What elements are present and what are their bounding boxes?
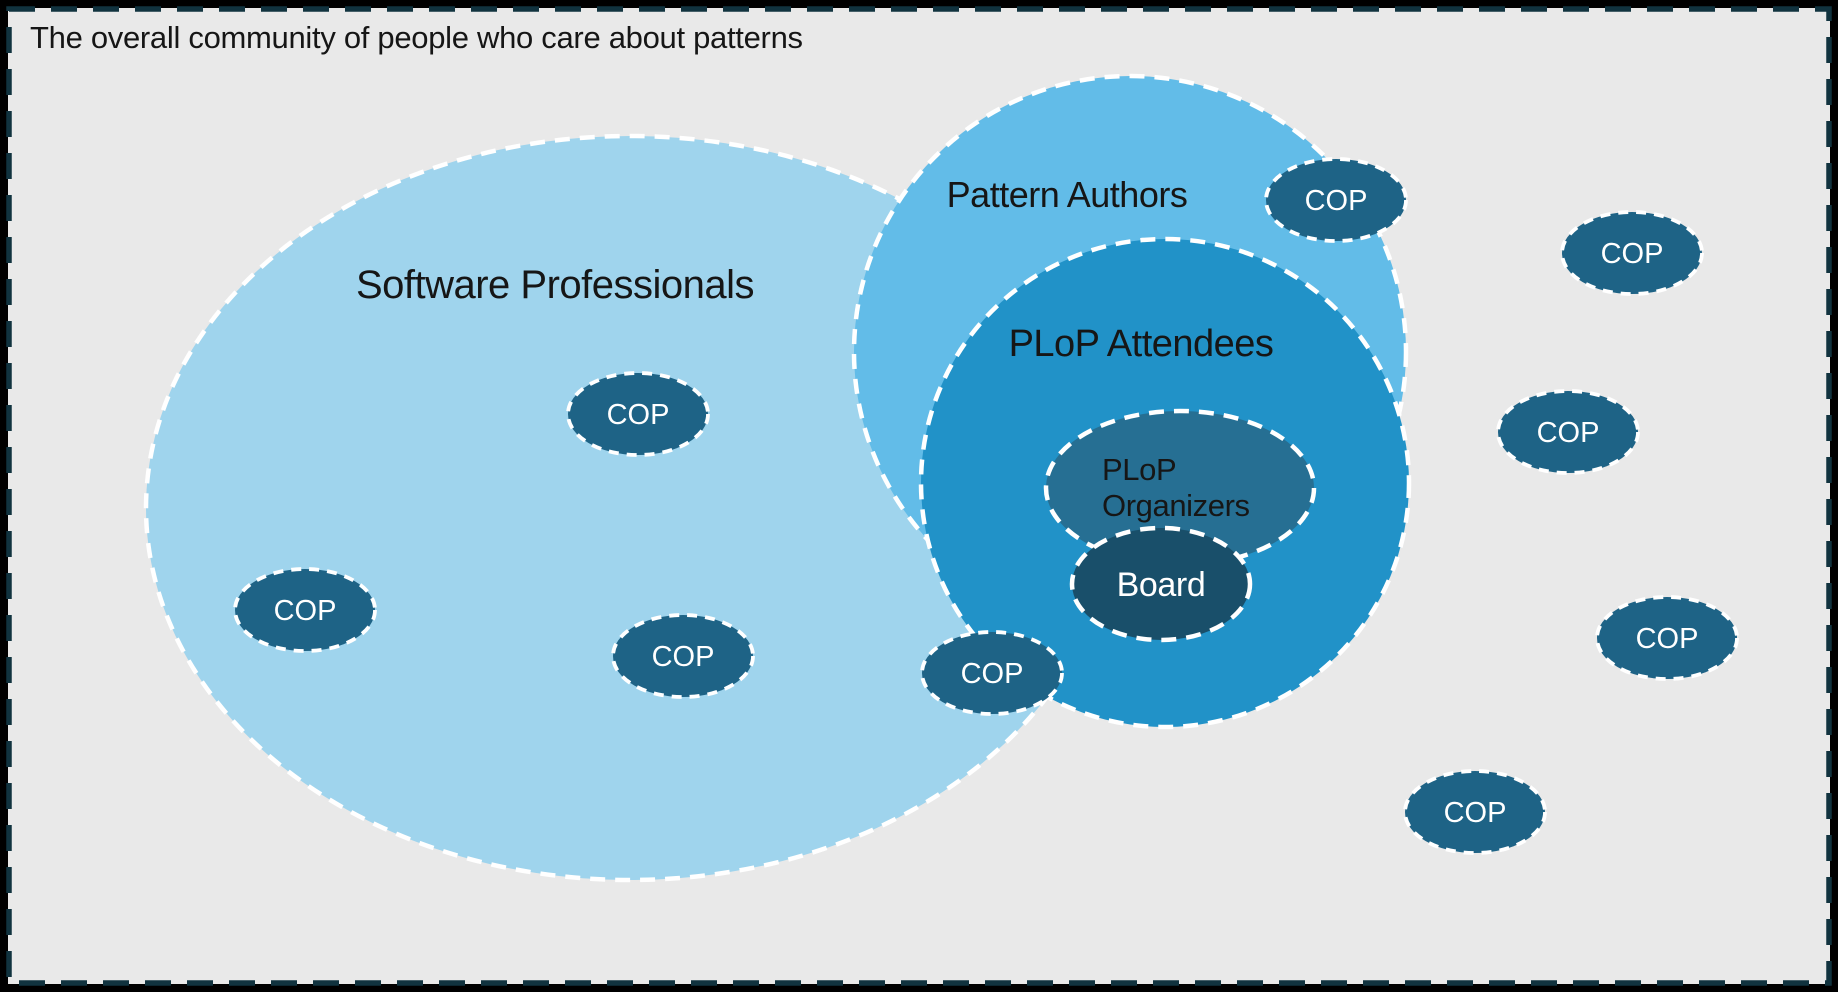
cop-ellipse (1496, 389, 1640, 475)
cop-label: COP (1537, 417, 1600, 449)
cop-ellipse (566, 371, 710, 457)
cop-label: COP (274, 595, 337, 627)
cop-group-8: COP (1595, 595, 1739, 681)
cop-group-7: COP (1496, 389, 1640, 475)
board-label: Board (1117, 566, 1206, 604)
cop-label: COP (961, 658, 1024, 690)
cop-label: COP (652, 641, 715, 673)
plop-attendees-label: PLoP Attendees (1009, 323, 1274, 365)
cop-label: COP (1444, 797, 1507, 829)
cop-group-9: COP (1403, 769, 1547, 855)
pattern-authors-label: Pattern Authors (947, 174, 1188, 215)
cop-ellipse (1264, 157, 1408, 243)
cop-label: COP (607, 399, 670, 431)
cop-label: COP (1636, 623, 1699, 655)
plop-organizers-label-line2: Organizers (1102, 488, 1250, 523)
software-professionals-label: Software Professionals (356, 263, 754, 307)
cop-ellipse (1595, 595, 1739, 681)
cop-ellipse (920, 630, 1064, 716)
cop-ellipse (611, 613, 755, 699)
cop-group-5: COP (1264, 157, 1408, 243)
cop-label: COP (1601, 238, 1664, 270)
board-ellipse (1069, 525, 1253, 643)
overall-community-boundary (6, 6, 1832, 986)
plop-organizers-ellipse (1043, 408, 1317, 568)
cop-group-3: COP (611, 613, 755, 699)
cop-ellipse (233, 567, 377, 653)
board-region: Board (1069, 525, 1253, 643)
cop-label: COP (1305, 185, 1368, 217)
cop-group-2: COP (233, 567, 377, 653)
cop-group-1: COP (566, 371, 710, 457)
cop-ellipse (1403, 769, 1547, 855)
cop-ellipse (1560, 210, 1704, 296)
cop-group-4: COP (920, 630, 1064, 716)
diagram-title: The overall community of people who care… (30, 20, 803, 55)
plop-organizers-label-line1: PLoP (1102, 452, 1176, 487)
plop-organizers-region: PLoP Organizers (1043, 408, 1317, 568)
cop-group-6: COP (1560, 210, 1704, 296)
